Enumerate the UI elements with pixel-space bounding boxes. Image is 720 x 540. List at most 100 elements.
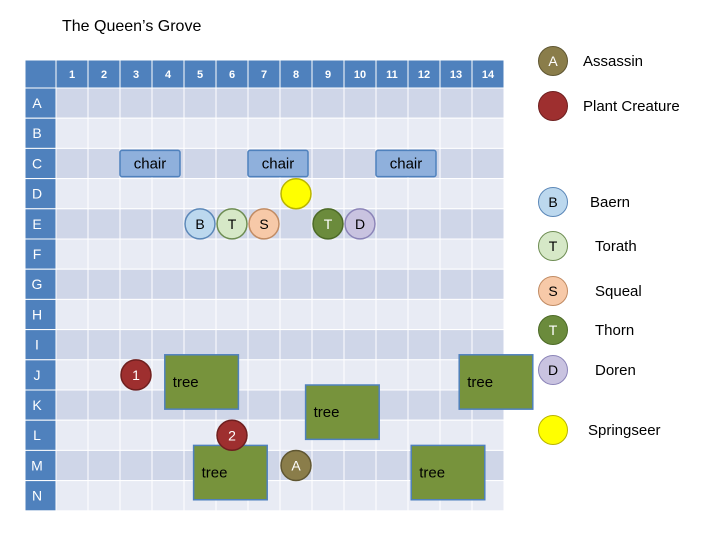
- grid-cell[interactable]: [215, 147, 249, 180]
- grid-cell[interactable]: [375, 268, 409, 300]
- token-doren[interactable]: D: [344, 208, 376, 240]
- grid-cell[interactable]: [407, 389, 441, 421]
- grid-cell[interactable]: [215, 178, 249, 210]
- grid-cell[interactable]: [215, 238, 249, 270]
- grid-cell[interactable]: [375, 117, 409, 149]
- grid-cell[interactable]: [119, 298, 153, 331]
- grid-cell[interactable]: [119, 208, 153, 240]
- grid-cell[interactable]: [247, 268, 281, 300]
- grid-cell[interactable]: [279, 480, 313, 512]
- grid-cell[interactable]: [87, 87, 121, 119]
- token-circle[interactable]: [216, 419, 248, 452]
- grid-cell[interactable]: [407, 87, 441, 119]
- grid-cell[interactable]: [151, 298, 185, 331]
- grid-cell[interactable]: [407, 329, 441, 361]
- grid-cell[interactable]: [375, 238, 409, 270]
- grid-cell[interactable]: [375, 208, 409, 240]
- grid-cell[interactable]: [407, 359, 441, 391]
- grid-cell[interactable]: [375, 87, 409, 119]
- grid-cell[interactable]: [151, 238, 185, 270]
- grid-cell[interactable]: [151, 178, 185, 210]
- grid-cell[interactable]: [471, 268, 505, 300]
- chair[interactable]: [247, 149, 309, 178]
- tree[interactable]: [410, 444, 486, 501]
- grid-cell[interactable]: [119, 87, 153, 119]
- grid-cell[interactable]: [87, 117, 121, 149]
- grid-cell[interactable]: [151, 419, 185, 451]
- grid-cell[interactable]: [215, 117, 249, 149]
- grid-cell[interactable]: [311, 147, 345, 180]
- token-assassin[interactable]: A: [280, 449, 312, 482]
- grid-cell[interactable]: [87, 298, 121, 331]
- grid-cell[interactable]: [247, 389, 281, 421]
- grid-cell[interactable]: [439, 147, 473, 180]
- grid-cell[interactable]: [183, 117, 217, 149]
- grid-cell[interactable]: [279, 268, 313, 300]
- grid-cell[interactable]: [247, 238, 281, 270]
- grid-cell[interactable]: [343, 268, 377, 300]
- grid-cell[interactable]: [311, 480, 345, 512]
- token-circle[interactable]: [280, 177, 312, 210]
- grid-cell[interactable]: [471, 238, 505, 270]
- grid-cell[interactable]: [55, 87, 89, 119]
- grid-cell[interactable]: [439, 87, 473, 119]
- grid-cell[interactable]: [471, 178, 505, 210]
- grid-cell[interactable]: [55, 147, 89, 180]
- grid-cell[interactable]: [215, 268, 249, 300]
- grid-cell[interactable]: [55, 238, 89, 270]
- grid-cell[interactable]: [247, 117, 281, 149]
- grid-cell[interactable]: [343, 147, 377, 180]
- grid-cell[interactable]: [375, 359, 409, 391]
- token-torath[interactable]: T: [216, 208, 248, 240]
- grid-cell[interactable]: [311, 238, 345, 270]
- grid-cell[interactable]: [119, 449, 153, 482]
- token-plant-2[interactable]: 2: [216, 419, 248, 452]
- grid-cell[interactable]: [87, 329, 121, 361]
- grid-cell[interactable]: [375, 178, 409, 210]
- grid-cell[interactable]: [279, 87, 313, 119]
- token-circle[interactable]: [184, 208, 216, 240]
- tree[interactable]: [164, 354, 240, 410]
- tree[interactable]: [192, 444, 268, 501]
- grid-cell[interactable]: [87, 449, 121, 482]
- grid-cell[interactable]: [55, 268, 89, 300]
- grid-cell[interactable]: [87, 238, 121, 270]
- grid-cell[interactable]: [247, 87, 281, 119]
- grid-cell[interactable]: [279, 117, 313, 149]
- grid-cell[interactable]: [471, 147, 505, 180]
- grid-cell[interactable]: [375, 449, 409, 482]
- grid-cell[interactable]: [247, 298, 281, 331]
- grid-cell[interactable]: [343, 329, 377, 361]
- grid-cell[interactable]: [87, 178, 121, 210]
- token-circle[interactable]: [120, 359, 152, 391]
- token-thorn[interactable]: T: [312, 208, 344, 240]
- grid-cell[interactable]: [311, 298, 345, 331]
- grid-cell[interactable]: [375, 329, 409, 361]
- grid-cell[interactable]: [407, 117, 441, 149]
- grid-cell[interactable]: [375, 298, 409, 331]
- grid-cell[interactable]: [375, 419, 409, 451]
- grid-cell[interactable]: [151, 87, 185, 119]
- token-circle[interactable]: [280, 449, 312, 482]
- grid-cell[interactable]: [183, 178, 217, 210]
- grid-cell[interactable]: [407, 268, 441, 300]
- grid-cell[interactable]: [343, 238, 377, 270]
- grid-cell[interactable]: [247, 329, 281, 361]
- token-baern[interactable]: B: [184, 208, 216, 240]
- grid-cell[interactable]: [119, 238, 153, 270]
- grid-cell[interactable]: [311, 87, 345, 119]
- grid-cell[interactable]: [183, 238, 217, 270]
- grid-cell[interactable]: [87, 268, 121, 300]
- token-squeal[interactable]: S: [248, 208, 280, 240]
- grid-cell[interactable]: [439, 238, 473, 270]
- grid-cell[interactable]: [55, 449, 89, 482]
- grid-cell[interactable]: [215, 87, 249, 119]
- grid-cell[interactable]: [407, 178, 441, 210]
- tree[interactable]: [458, 354, 534, 410]
- grid-cell[interactable]: [407, 298, 441, 331]
- grid-cell[interactable]: [439, 117, 473, 149]
- grid-cell[interactable]: [119, 268, 153, 300]
- grid-cell[interactable]: [55, 389, 89, 421]
- grid-cell[interactable]: [279, 208, 313, 240]
